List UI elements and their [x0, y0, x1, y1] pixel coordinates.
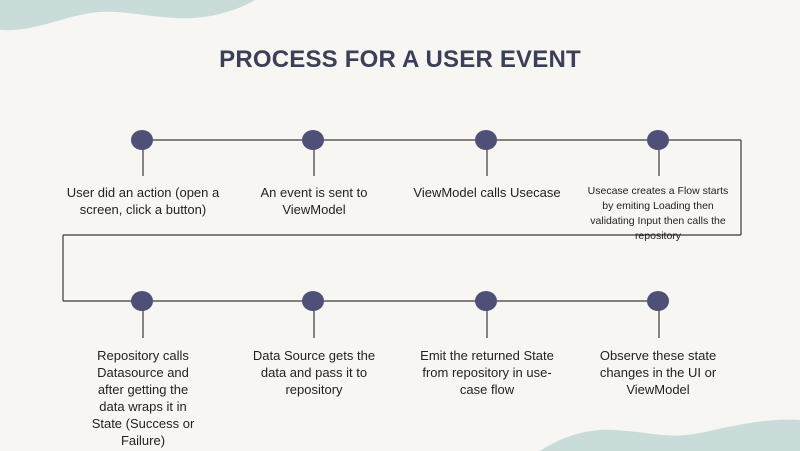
- step-node-4: [647, 130, 669, 176]
- step-label-1: User did an action (open a screen, click…: [66, 185, 220, 217]
- step-node-3: [475, 130, 497, 176]
- step-node-2: [302, 130, 324, 176]
- step-node-6: [302, 291, 324, 338]
- step-node-5: [131, 291, 153, 338]
- step-label-3: ViewModel calls Usecase: [413, 185, 561, 200]
- step-label-2: An event is sent to ViewModel: [260, 185, 368, 217]
- step-label-6: Data Source gets the data and pass it to…: [252, 348, 376, 397]
- top-left-wave: [0, 0, 255, 31]
- step-label-7: Emit the returned State from repository …: [420, 348, 554, 397]
- step-label-5: Repository calls Datasource and after ge…: [91, 348, 195, 448]
- step-node-7: [475, 291, 497, 338]
- step-label-8: Observe these state changes in the UI or…: [599, 348, 717, 397]
- step-node-1: [131, 130, 153, 176]
- page-title: PROCESS FOR A USER EVENT: [219, 46, 581, 73]
- bottom-right-wave: [540, 419, 800, 451]
- step-label-4: Usecase creates a Flow starts by emiting…: [587, 185, 729, 242]
- step-node-8: [647, 291, 669, 338]
